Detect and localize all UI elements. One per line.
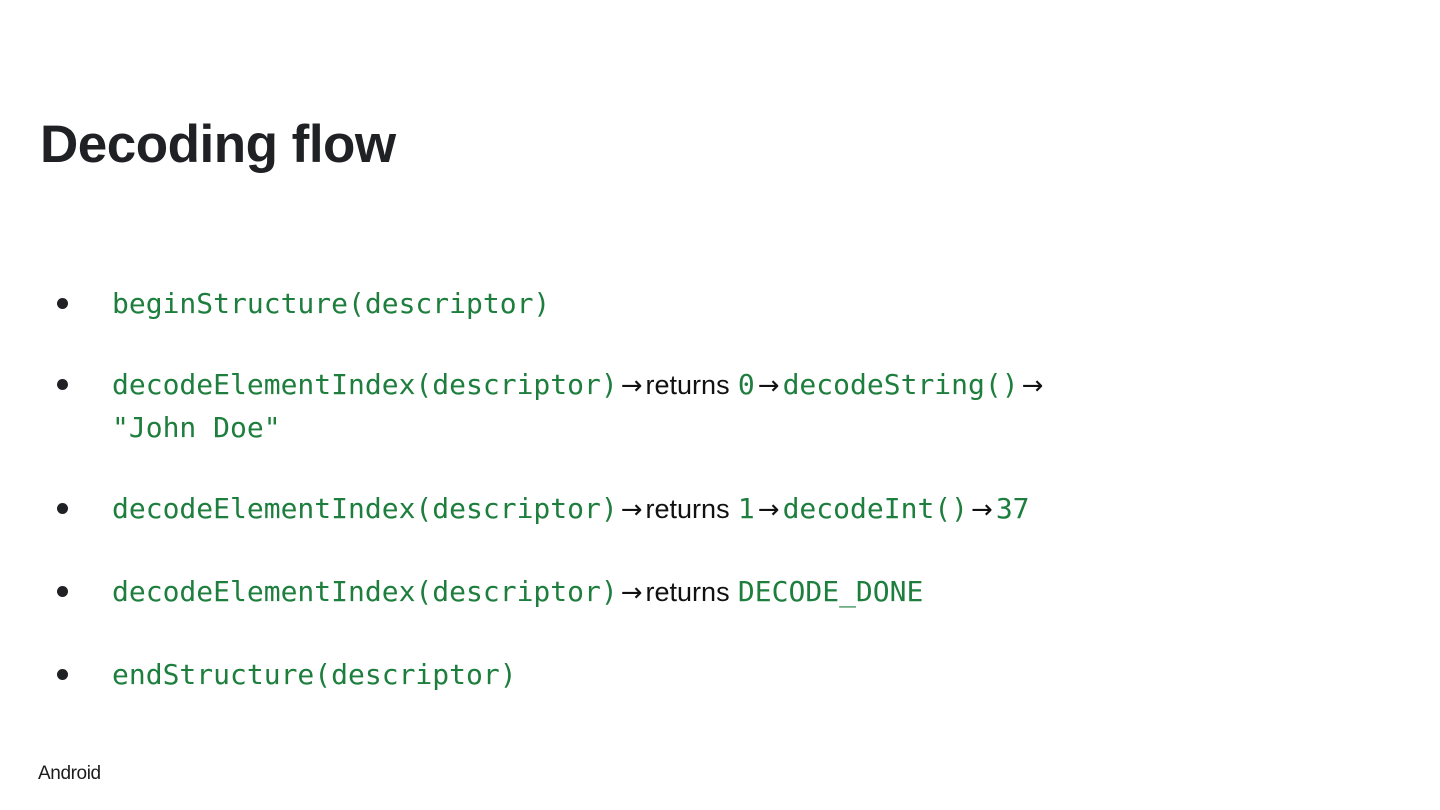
arrow-icon: → bbox=[620, 371, 643, 401]
arrow-icon: → bbox=[757, 371, 780, 401]
prose-token: returns bbox=[645, 577, 730, 607]
list-item-line: decodeElementIndex(descriptor)→returns D… bbox=[112, 571, 1360, 614]
code-token: 1 bbox=[737, 492, 755, 525]
code-token: decodeElementIndex(descriptor) bbox=[112, 368, 618, 401]
list-item: endStructure(descriptor) bbox=[40, 654, 1360, 695]
bullet-dot-icon bbox=[57, 669, 68, 680]
list-item-line: decodeElementIndex(descriptor)→returns 0… bbox=[112, 364, 1360, 407]
list-item: decodeElementIndex(descriptor)→returns 0… bbox=[40, 364, 1360, 448]
code-token: decodeElementIndex(descriptor) bbox=[112, 575, 618, 608]
list-item-line: decodeElementIndex(descriptor)→returns 1… bbox=[112, 488, 1360, 531]
code-token: DECODE_DONE bbox=[737, 575, 924, 608]
code-token: decodeElementIndex(descriptor) bbox=[112, 492, 618, 525]
arrow-icon: → bbox=[757, 495, 780, 525]
code-token: decodeString() bbox=[782, 368, 1019, 401]
code-token: beginStructure(descriptor) bbox=[112, 287, 551, 320]
prose-token: returns bbox=[645, 494, 730, 524]
android-wordmark-logo: Android bbox=[38, 763, 101, 784]
arrow-icon: → bbox=[620, 578, 643, 608]
bullet-dot-icon bbox=[57, 379, 68, 390]
bullet-dot-icon bbox=[57, 586, 68, 597]
bullet-dot-icon bbox=[57, 503, 68, 514]
arrow-icon: → bbox=[1021, 371, 1044, 401]
arrow-icon: → bbox=[971, 495, 993, 525]
list-item: decodeElementIndex(descriptor)→returns 1… bbox=[40, 488, 1360, 531]
decoding-flow-bullet-list: beginStructure(descriptor) decodeElement… bbox=[40, 283, 1360, 695]
list-item: beginStructure(descriptor) bbox=[40, 283, 1360, 324]
list-item-line: endStructure(descriptor) bbox=[112, 654, 1360, 695]
arrow-icon: → bbox=[620, 495, 643, 525]
code-token: endStructure(descriptor) bbox=[112, 658, 517, 691]
code-token: 0 bbox=[737, 368, 755, 401]
bullet-dot-icon bbox=[57, 298, 68, 309]
list-item-line: beginStructure(descriptor) bbox=[112, 283, 1360, 324]
list-item: decodeElementIndex(descriptor)→returns D… bbox=[40, 571, 1360, 614]
code-token: "John Doe" bbox=[112, 411, 281, 444]
page-title: Decoding flow bbox=[40, 114, 396, 174]
code-token: decodeInt() bbox=[782, 492, 969, 525]
list-item-line-wrapped: "John Doe" bbox=[112, 407, 1360, 448]
code-token: 37 bbox=[995, 492, 1030, 525]
prose-token: returns bbox=[645, 370, 730, 400]
